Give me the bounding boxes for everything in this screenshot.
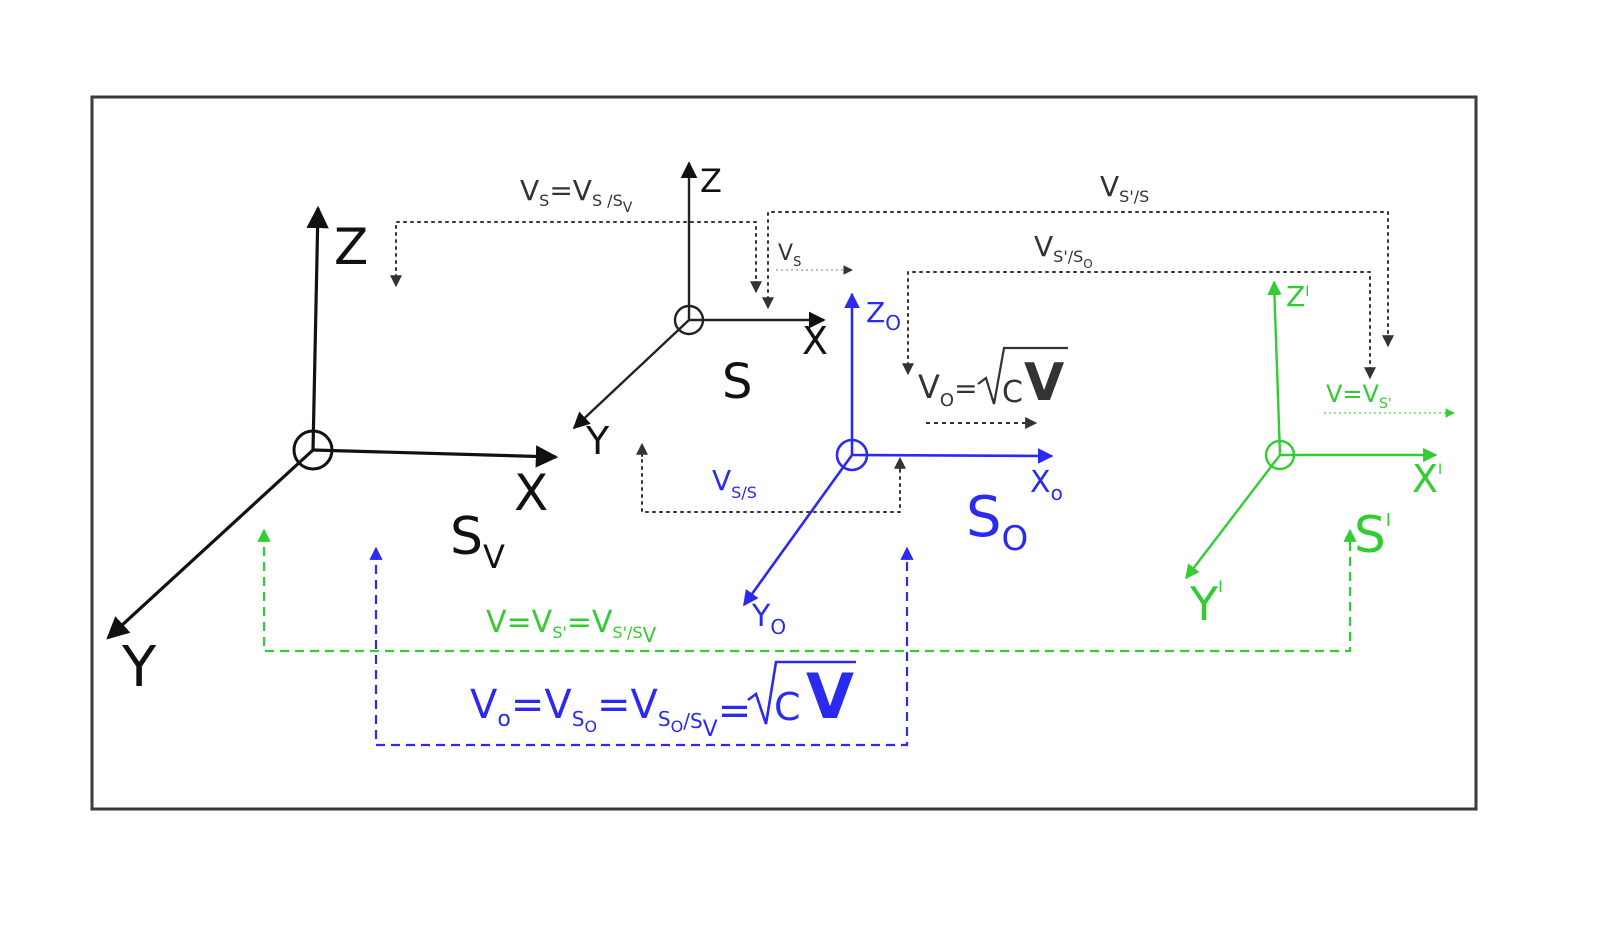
label-vsp-s: VS'/S (1100, 170, 1149, 206)
sp-x-label: XI (1412, 457, 1442, 501)
vs-s-bracket (641, 445, 901, 513)
vsp-so-bracket (907, 271, 1371, 377)
s-x-label: X (802, 319, 828, 363)
sv-z-label: Z (334, 218, 368, 276)
label-vs-top: VS=VS /SV (520, 174, 633, 216)
label-vo-blue: Vo=VSO=VSO/SV= C V (470, 660, 856, 742)
svg-text:C: C (774, 685, 801, 729)
motion-trail-sp (1068, 371, 1262, 429)
so-x-axis (851, 448, 1054, 464)
sv-origin (292, 429, 334, 471)
s-z-label: Z (700, 162, 722, 200)
label-v-green: V=VS'=VS'/SV (486, 605, 657, 647)
frame-sv: Z X Y SV (106, 205, 559, 700)
label-vo-sqrt: VO= C V (918, 346, 1068, 413)
frame-s: Z X Y S (572, 161, 828, 463)
label-vs-small: VS (778, 241, 801, 270)
svg-text:V: V (1024, 353, 1064, 413)
sv-x-axis (312, 445, 559, 468)
so-y-axis (742, 454, 854, 607)
blue-bracket (374, 550, 909, 747)
green-bracket (262, 532, 1352, 653)
svg-text:C: C (1002, 375, 1023, 410)
so-origin (835, 438, 869, 472)
label-v-eq-vsp: V=VS' (1326, 380, 1392, 412)
so-z-label: ZO (866, 296, 901, 335)
s-y-axis (572, 319, 690, 430)
frame-s-prime: ZI XI YI SI (1185, 280, 1442, 631)
sp-z-axis (1267, 280, 1282, 456)
sp-y-label: YI (1189, 577, 1223, 631)
s-y-label: Y (585, 419, 610, 463)
sp-origin (1264, 439, 1296, 471)
sp-y-axis (1185, 454, 1281, 580)
sqrt-symbol (977, 346, 1068, 405)
dotted-connectors (390, 211, 1455, 513)
so-name: SO (966, 485, 1028, 559)
so-y-label: YO (751, 599, 786, 639)
s-name: S (722, 354, 752, 410)
sqrt-symbol-blue (747, 660, 856, 725)
sp-name: SI (1354, 506, 1391, 564)
motion-trail-s (612, 283, 676, 321)
motion-trail-so (740, 391, 836, 441)
label-vsp-so: VS'/SO (1034, 230, 1093, 271)
s-origin (673, 304, 705, 336)
so-x-label: Xo (1030, 465, 1063, 505)
svg-text:Vo=VSO=VSO/SV=: Vo=VSO=VSO/SV= (470, 682, 751, 742)
frame-so: ZO Xo YO SO (742, 292, 1063, 639)
label-vs-s: VS/S (712, 464, 757, 502)
sv-y-label: Y (121, 635, 157, 700)
sv-name: SV (450, 507, 505, 576)
sv-y-axis (106, 448, 315, 640)
sp-z-label: ZI (1286, 280, 1309, 313)
sv-z-axis (306, 205, 329, 451)
svg-text:VO=: VO= (918, 368, 978, 411)
sv-x-label: X (514, 464, 548, 522)
dashed-connectors (257, 528, 1357, 747)
vsp-s-bracket (767, 211, 1389, 345)
vs-bracket (395, 221, 757, 291)
svg-text:V: V (806, 660, 854, 733)
